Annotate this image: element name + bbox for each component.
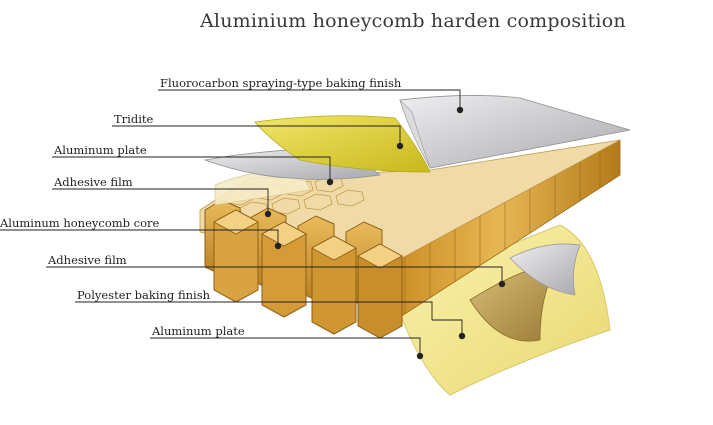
tridite-layer [254,115,431,173]
label-polyester-finish: Polyester baking finish [77,288,211,302]
label-adhesive-film-top: Adhesive film [54,175,133,189]
label-aluminum-plate-top: Aluminum plate [54,143,147,157]
honeycomb-front-cells [204,199,403,339]
leader-fluorocarbon [158,89,461,110]
leader-polyester [75,301,433,320]
label-tridite: Tridite [114,112,154,126]
fluorocarbon-curl [399,98,431,169]
leader-aluminum-plate-top [52,156,331,182]
label-aluminum-plate-bottom: Aluminum plate [152,324,245,338]
bottom-silver-layer [509,243,581,296]
side-wall-ribs [404,151,601,314]
label-adhesive-film-bottom: Adhesive film [48,253,127,267]
leader-tridite [112,125,401,146]
leader-adhesive-film-top [52,188,269,214]
leader-aluminum-plate-bottom [150,337,421,356]
label-honeycomb-core: Aluminum honeycomb core [0,216,160,230]
leader-polyester-2 [432,319,463,336]
polyester-finish-layer [469,261,561,342]
leader-adhesive-film-bottom [46,266,503,284]
leader-honeycomb-core [0,229,279,246]
leader-dots [264,106,506,360]
diagram-title: Aluminium honeycomb harden composition [200,10,626,32]
label-fluorocarbon-finish: Fluorocarbon spraying-type baking finish [160,76,402,90]
leader-lines [0,89,503,356]
